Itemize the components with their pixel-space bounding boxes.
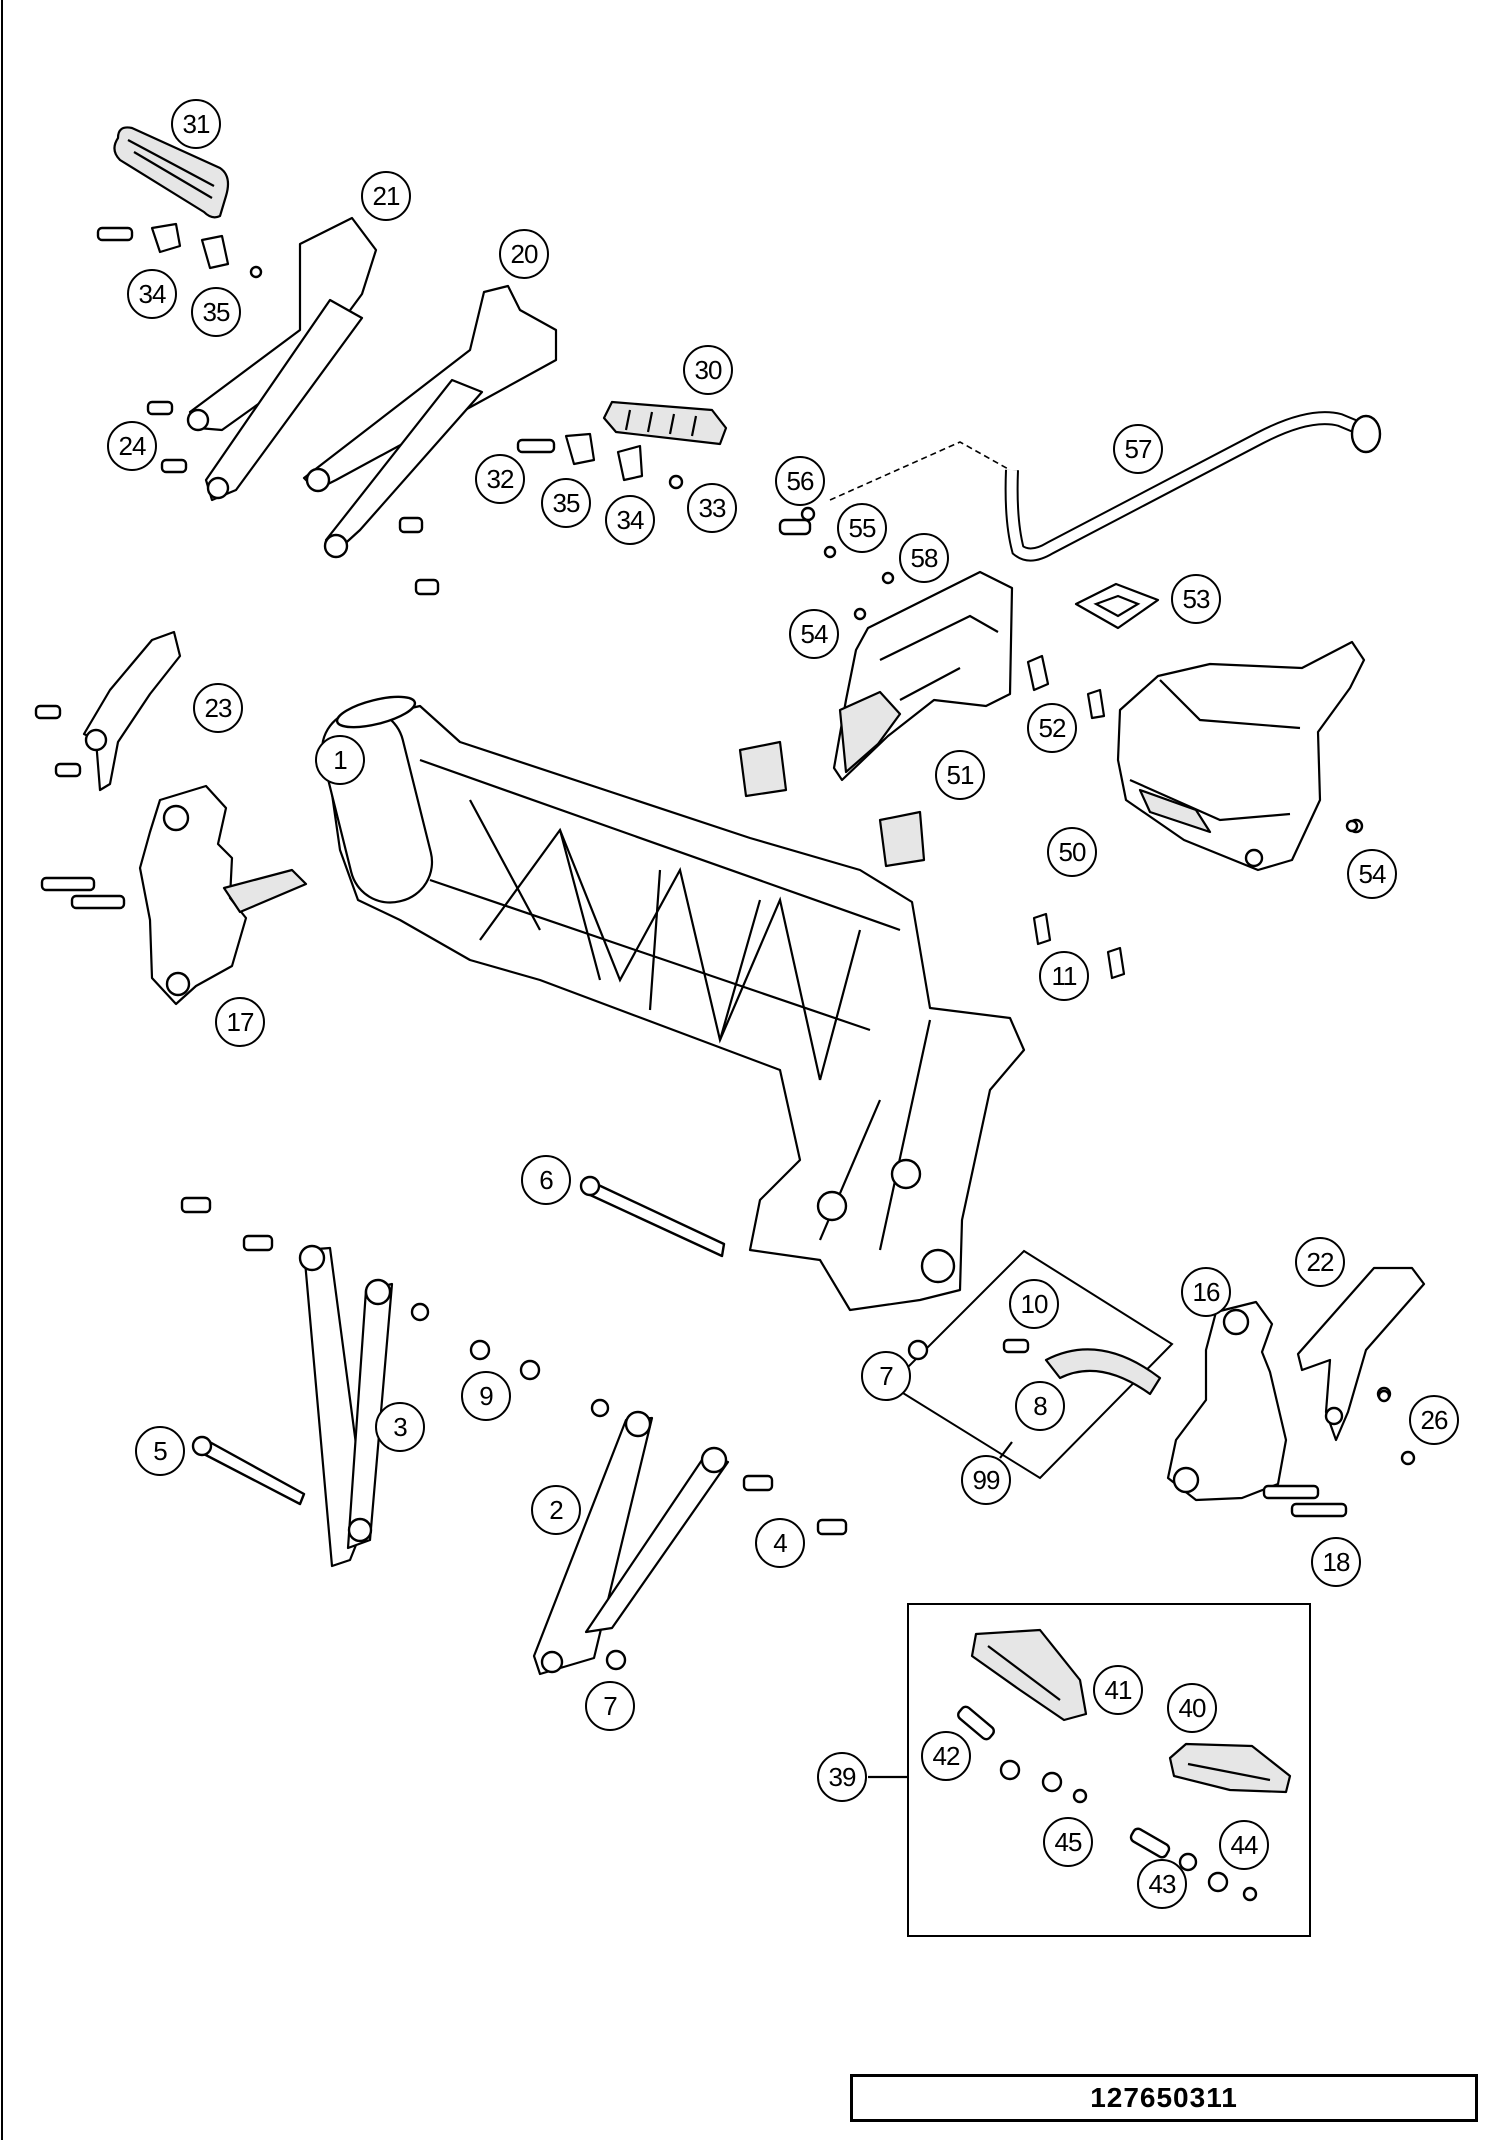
callout-11: 11 (1039, 951, 1089, 1001)
pin-43-washer-44 (1129, 1827, 1258, 1902)
lever-2 (532, 1398, 848, 1676)
footpeg-bracket-16 (1166, 1300, 1348, 1518)
hardware-32-35-34-33 (516, 432, 684, 490)
callout-7b: 7 (585, 1681, 635, 1731)
callout-35b: 35 (541, 478, 591, 528)
callout-32: 32 (475, 454, 525, 504)
callout-58: 58 (899, 533, 949, 583)
clip-11 (1032, 912, 1126, 980)
callout-6: 6 (521, 1155, 571, 1205)
callout-42: 42 (921, 1731, 971, 1781)
callout-24: 24 (107, 421, 157, 471)
footpeg-30 (602, 400, 728, 446)
kit-39-box (907, 1603, 1311, 1937)
callout-4: 4 (755, 1518, 805, 1568)
callout-43: 43 (1137, 1859, 1187, 1909)
bolt-6 (579, 1175, 726, 1258)
callout-18: 18 (1311, 1537, 1361, 1587)
callout-45: 45 (1043, 1817, 1093, 1867)
callout-50: 50 (1047, 827, 1097, 877)
callout-51: 51 (935, 750, 985, 800)
callout-8: 8 (1015, 1381, 1065, 1431)
callout-54a: 54 (789, 609, 839, 659)
callout-99: 99 (961, 1455, 1011, 1505)
bushing-9 (469, 1339, 541, 1381)
callout-20: 20 (499, 229, 549, 279)
callout-22: 22 (1295, 1237, 1345, 1287)
grab-bar-57 (829, 411, 1382, 562)
link-3 (180, 1196, 430, 1568)
brake-pedal-bracket-17 (40, 784, 308, 1006)
callout-41: 41 (1093, 1665, 1143, 1715)
chain-slider-8 (1002, 1338, 1162, 1396)
callout-1: 1 (315, 735, 365, 785)
callout-53: 53 (1171, 574, 1221, 624)
callout-3: 3 (375, 1402, 425, 1452)
callout-54b: 54 (1347, 849, 1397, 899)
callout-16: 16 (1181, 1267, 1231, 1317)
footpeg-bracket-21 (146, 216, 378, 502)
footpeg-bracket-20 (302, 284, 558, 596)
callout-26: 26 (1409, 1395, 1459, 1445)
callout-35a: 35 (191, 287, 241, 337)
nut-7-upper (907, 1339, 929, 1361)
callout-21: 21 (361, 171, 411, 221)
gasket-53 (1074, 582, 1160, 630)
callout-30: 30 (683, 345, 733, 395)
bracket-22 (1296, 1266, 1426, 1466)
callout-39: 39 (817, 1752, 867, 1802)
callout-44: 44 (1219, 1820, 1269, 1870)
callout-9: 9 (461, 1371, 511, 1421)
small-fasteners (1345, 819, 1391, 1403)
bolt-34-group (96, 222, 263, 279)
callout-2: 2 (531, 1485, 581, 1535)
callout-55: 55 (837, 503, 887, 553)
kit-99-box (888, 1249, 1174, 1480)
part-number-box: 127650311 (850, 2074, 1478, 2122)
callout-34b: 34 (605, 495, 655, 545)
nut-7-lower (605, 1649, 627, 1671)
callout-34a: 34 (127, 269, 177, 319)
footpeg-40 (1168, 1742, 1292, 1794)
main-frame-1 (320, 695, 1026, 1312)
fitting-56 (778, 506, 895, 585)
pin-42-spring-45 (957, 1705, 1088, 1804)
callout-57: 57 (1113, 424, 1163, 474)
footpeg-31 (113, 126, 230, 219)
kit-99-leader (999, 1441, 1013, 1459)
bracket-23 (34, 630, 182, 792)
callout-40: 40 (1167, 1683, 1217, 1733)
clip-52 (1026, 654, 1106, 720)
callout-7a: 7 (861, 1351, 911, 1401)
housing-50 (1116, 640, 1366, 872)
callout-56: 56 (775, 456, 825, 506)
bolt-5 (191, 1435, 306, 1506)
callout-31: 31 (171, 99, 221, 149)
callout-17: 17 (215, 997, 265, 1047)
callout-33: 33 (687, 483, 737, 533)
callout-23: 23 (193, 683, 243, 733)
callout-5: 5 (135, 1426, 185, 1476)
footpeg-41 (970, 1628, 1088, 1722)
plate-51 (832, 570, 1014, 782)
callout-52: 52 (1027, 703, 1077, 753)
callout-10: 10 (1009, 1279, 1059, 1329)
